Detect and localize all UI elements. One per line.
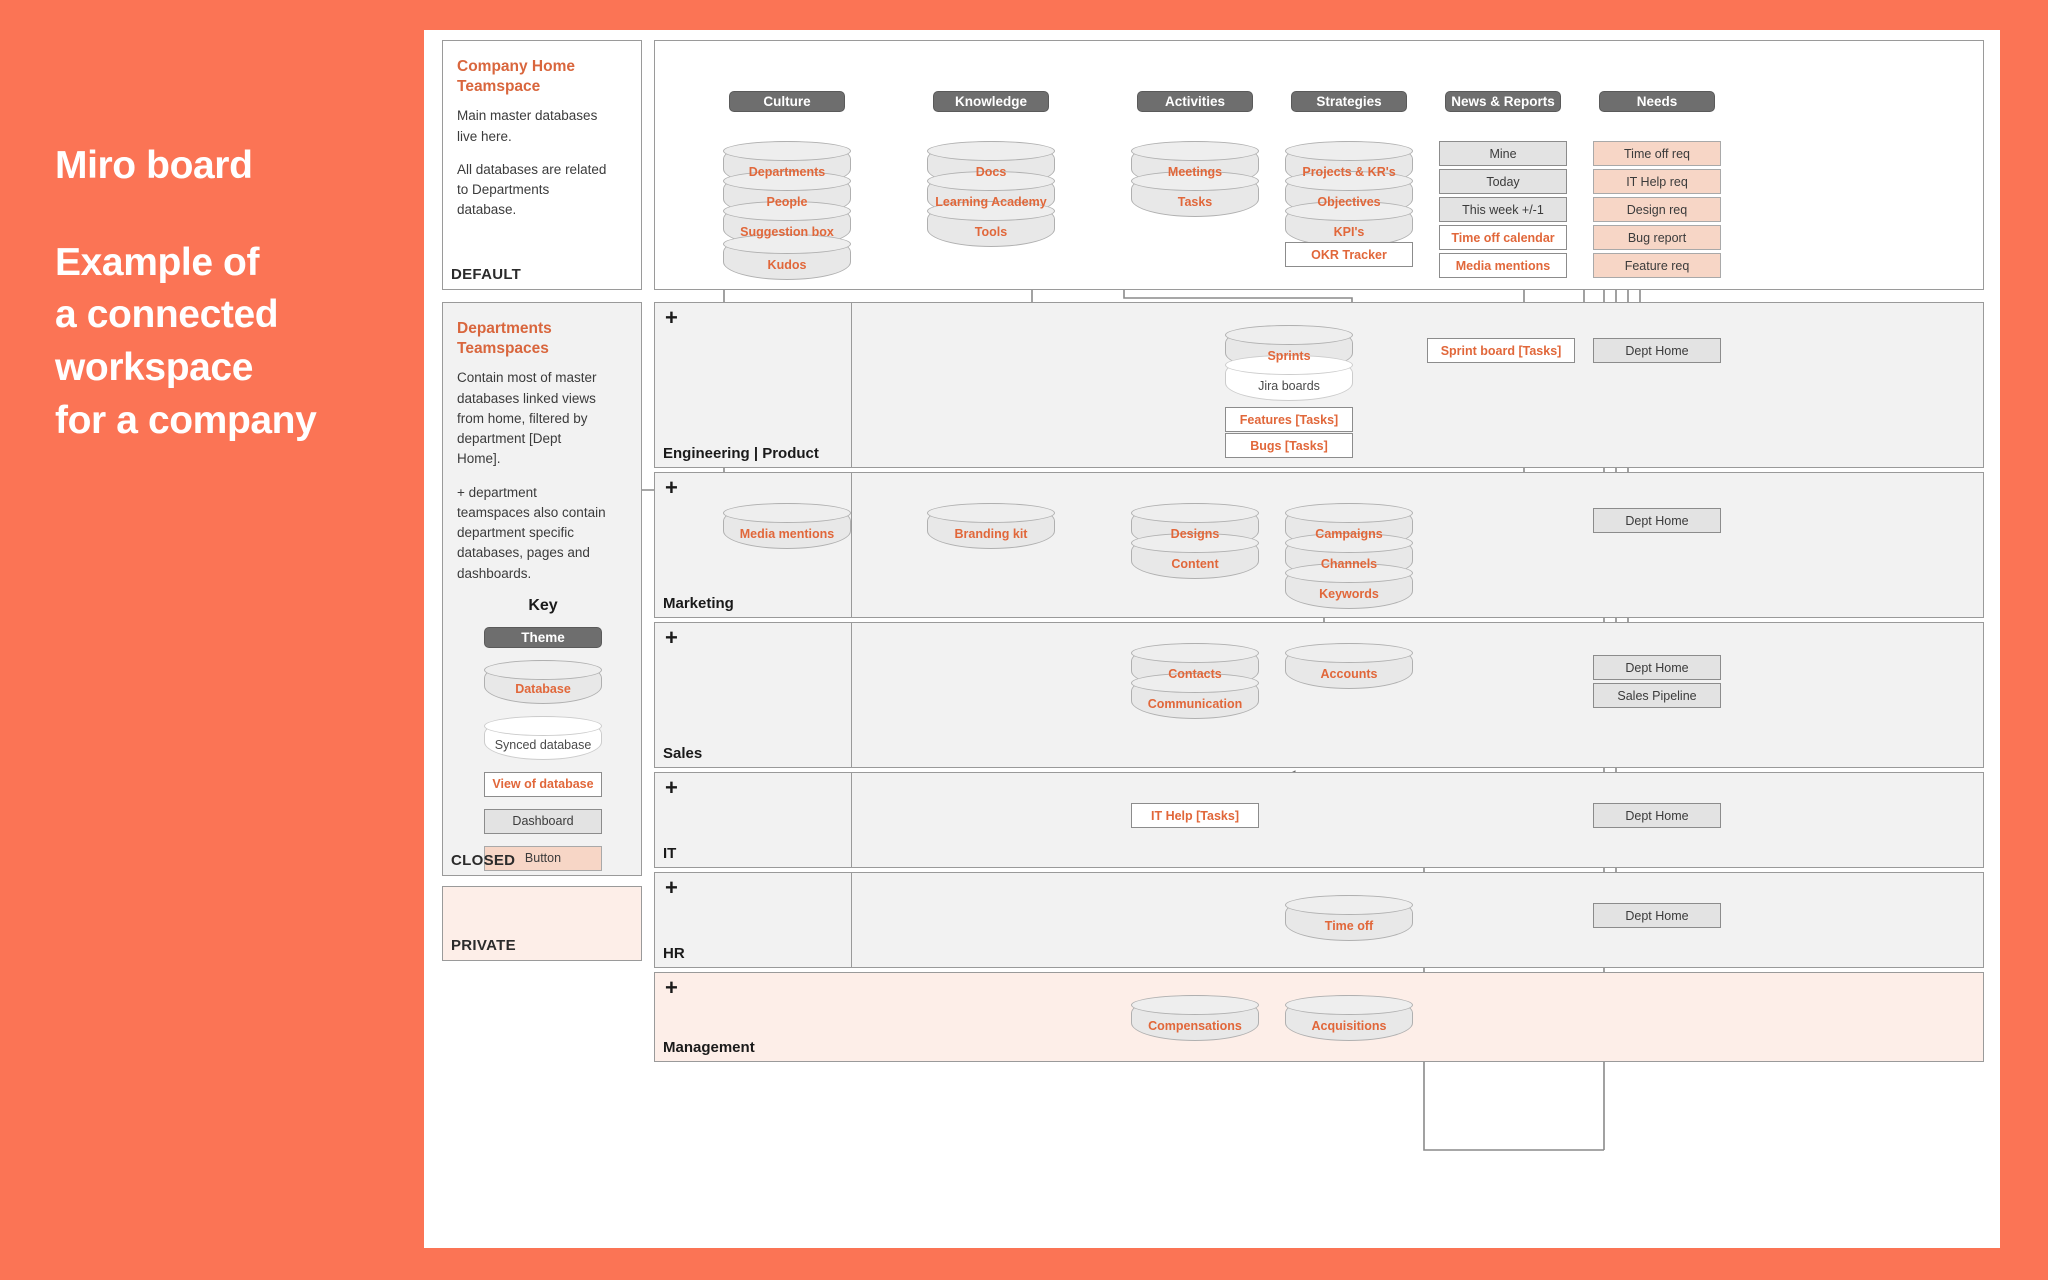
swimlane-management[interactable]: + Management Compensations Acquisitions [654, 972, 1984, 1062]
db-acquisitions[interactable]: Acquisitions [1285, 995, 1413, 1041]
home-teamspace-panel[interactable]: Culture Departments People Suggestion bo… [654, 40, 1984, 290]
button-feature-req[interactable]: Feature req [1593, 253, 1721, 278]
headline-line-2: Example of [55, 240, 260, 284]
swimlane-sales[interactable]: + Sales Contacts Communication Accounts … [654, 622, 1984, 768]
view-sprint-board-tasks[interactable]: Sprint board [Tasks] [1427, 338, 1575, 363]
button-design-req[interactable]: Design req [1593, 197, 1721, 222]
card-dept-title: Departments Teamspaces [457, 320, 552, 358]
theme-news-and-reports[interactable]: News & Reports [1445, 91, 1561, 112]
key-row-button: Button [457, 845, 629, 871]
headline-line-1: Miro board [55, 144, 253, 187]
db-time-off[interactable]: Time off [1285, 895, 1413, 941]
swimlane-hr[interactable]: + HR Time off Dept Home [654, 872, 1984, 968]
db-media-mentions-marketing[interactable]: Media mentions [723, 503, 851, 549]
headline-line-5: for a company [55, 398, 317, 442]
key-shape-database: Database [484, 659, 602, 704]
card-dept-body-1: Contain most of master databases linked … [457, 370, 597, 467]
theme-activities[interactable]: Activities [1137, 91, 1253, 112]
view-okr-tracker[interactable]: OKR Tracker [1285, 242, 1413, 267]
db-kpis[interactable]: KPI's [1285, 201, 1413, 247]
db-meetings[interactable]: Meetings [1131, 141, 1259, 187]
add-sales-icon[interactable]: + [665, 625, 678, 650]
swimlane-label-engineering: Engineering | Product [663, 445, 819, 462]
swimlane-label-hr: HR [663, 945, 685, 962]
dashboard-dept-home-it[interactable]: Dept Home [1593, 803, 1721, 828]
db-kudos[interactable]: Kudos [723, 234, 851, 280]
card-home-body-1: Main master databases live here. [457, 108, 598, 144]
swimlane-label-sales: Sales [663, 745, 703, 762]
swimlane-engineering-product[interactable]: + Engineering | Product Sprints Jira boa… [654, 302, 1984, 468]
view-bugs-tasks[interactable]: Bugs [Tasks] [1225, 433, 1353, 458]
card-home-title: Company Home Teamspace [457, 58, 575, 96]
key-shape-button: Button [484, 845, 602, 871]
key-shape-synced-database: Synced database [484, 715, 602, 760]
card-dept-body-2: + department teamspaces also contain dep… [457, 484, 606, 581]
dashboard-mine[interactable]: Mine [1439, 141, 1567, 166]
dashboard-dept-home-sales[interactable]: Dept Home [1593, 655, 1721, 680]
view-features-tasks[interactable]: Features [Tasks] [1225, 407, 1353, 432]
dashboard-dept-home-engineering[interactable]: Dept Home [1593, 338, 1721, 363]
db-keywords[interactable]: Keywords [1285, 563, 1413, 609]
dashboard-dept-home-marketing[interactable]: Dept Home [1593, 508, 1721, 533]
swimlane-label-it: IT [663, 845, 677, 862]
swimlane-it[interactable]: + IT IT Help [Tasks] Dept Home [654, 772, 1984, 868]
db-tools[interactable]: Tools [927, 201, 1055, 247]
miro-board-canvas[interactable]: Company Home Teamspace Main master datab… [424, 30, 2000, 1248]
db-people[interactable]: People [723, 171, 851, 217]
db-suggestion-box[interactable]: Suggestion box [723, 201, 851, 247]
key-row-dashboard: Dashboard [457, 808, 629, 834]
card-private-teamspace[interactable]: PRIVATE [442, 886, 642, 961]
swimlane-label-management: Management [663, 1039, 755, 1056]
key-shape-dashboard: Dashboard [484, 808, 602, 834]
headline-line-3: a connected [55, 293, 279, 337]
add-marketing-icon[interactable]: + [665, 475, 678, 500]
db-content[interactable]: Content [1131, 533, 1259, 579]
button-bug-report[interactable]: Bug report [1593, 225, 1721, 250]
db-projects-and-krs[interactable]: Projects & KR's [1285, 141, 1413, 187]
theme-knowledge[interactable]: Knowledge [933, 91, 1049, 112]
key-shape-theme: Theme [484, 626, 602, 648]
key-shape-view-of-database: View of database [484, 771, 602, 797]
db-compensations[interactable]: Compensations [1131, 995, 1259, 1041]
key-row-theme: Theme [457, 626, 629, 648]
dashboard-dept-home-hr[interactable]: Dept Home [1593, 903, 1721, 928]
db-accounts[interactable]: Accounts [1285, 643, 1413, 689]
key-heading: Key [528, 596, 558, 614]
db-learning-academy[interactable]: Learning Academy [927, 171, 1055, 217]
headline-block: Miro board Example of a connected worksp… [55, 140, 405, 447]
add-engineering-icon[interactable]: + [665, 305, 678, 330]
theme-strategies[interactable]: Strategies [1291, 91, 1407, 112]
card-private-footer: PRIVATE [451, 937, 516, 954]
theme-culture[interactable]: Culture [729, 91, 845, 112]
card-home-body-2: All databases are related to Departments… [457, 161, 607, 218]
swimlane-marketing[interactable]: + Marketing Media mentions Branding kit … [654, 472, 1984, 618]
button-time-off-req[interactable]: Time off req [1593, 141, 1721, 166]
card-company-home-teamspace[interactable]: Company Home Teamspace Main master datab… [442, 40, 642, 290]
key-row-synced-database: Synced database [457, 715, 629, 760]
card-home-footer: DEFAULT [451, 266, 522, 283]
add-management-icon[interactable]: + [665, 975, 678, 1000]
db-tasks[interactable]: Tasks [1131, 171, 1259, 217]
db-jira-boards[interactable]: Jira boards [1225, 355, 1353, 401]
dashboard-today[interactable]: Today [1439, 169, 1567, 194]
view-time-off-calendar[interactable]: Time off calendar [1439, 225, 1567, 250]
view-media-mentions[interactable]: Media mentions [1439, 253, 1567, 278]
view-it-help-tasks[interactable]: IT Help [Tasks] [1131, 803, 1259, 828]
card-dept-footer: CLOSED [451, 852, 516, 869]
add-it-icon[interactable]: + [665, 775, 678, 800]
button-it-help-req[interactable]: IT Help req [1593, 169, 1721, 194]
card-departments-teamspaces[interactable]: Departments Teamspaces Contain most of m… [442, 302, 642, 876]
key-row-view-of-database: View of database [457, 771, 629, 797]
db-communication[interactable]: Communication [1131, 673, 1259, 719]
dashboard-this-week[interactable]: This week +/-1 [1439, 197, 1567, 222]
theme-needs[interactable]: Needs [1599, 91, 1715, 112]
swimlane-label-marketing: Marketing [663, 595, 734, 612]
headline-line-4: workspace [55, 345, 254, 389]
add-hr-icon[interactable]: + [665, 875, 678, 900]
dashboard-sales-pipeline[interactable]: Sales Pipeline [1593, 683, 1721, 708]
db-branding-kit[interactable]: Branding kit [927, 503, 1055, 549]
key-row-database: Database [457, 659, 629, 704]
